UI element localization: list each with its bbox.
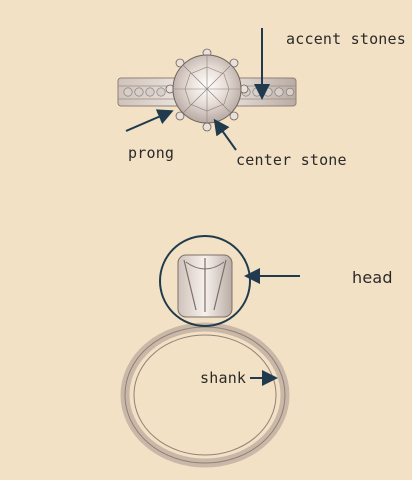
ring-side-view: [120, 235, 290, 468]
ring-top-view: [117, 48, 297, 132]
center-stone-arrow: [213, 118, 237, 151]
shank-band: [120, 322, 290, 468]
label-prong: prong: [128, 144, 175, 162]
prong-arrow: [125, 109, 174, 132]
annotation-arrows: [125, 28, 300, 386]
label-center-stone: center stone: [236, 151, 347, 169]
head-setting: [177, 254, 233, 318]
label-shank: shank: [200, 369, 247, 387]
accent-stones-left: [123, 87, 166, 97]
label-accent-stones: accent stones: [286, 30, 406, 48]
label-head: head: [352, 268, 393, 287]
gem-facets: [173, 55, 241, 123]
